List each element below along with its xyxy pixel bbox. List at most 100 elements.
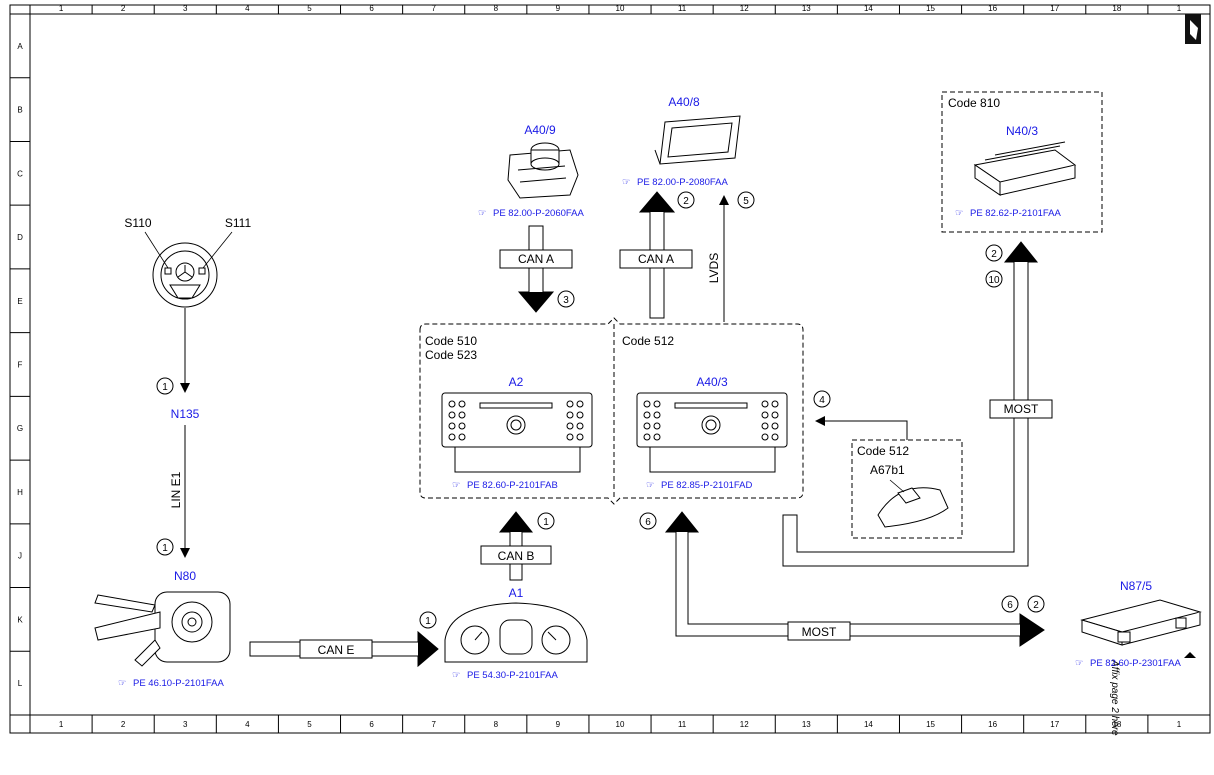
component-a67b1[interactable]: Code 512 A67b1 [851, 439, 963, 539]
ref-text: PE 82.00-P-2080FAA [637, 177, 728, 188]
ref-n80[interactable]: ☞ PE 46.10-P-2101FAA [118, 678, 224, 689]
column-number: 18 [1112, 720, 1121, 729]
ref-text: PE 82.85-P-2101FAD [661, 480, 752, 491]
module-icon [1080, 599, 1202, 646]
manual-icon: ☞ [452, 480, 461, 491]
column-number: 11 [678, 720, 687, 729]
component-n80[interactable]: N80 ☞ PE 46.10-P-2101FAA [94, 569, 231, 689]
column-number: 8 [494, 720, 499, 729]
lin-e1-label: LIN E1 [169, 471, 183, 508]
column-number: 10 [616, 4, 625, 13]
component-label: A40/3 [696, 375, 728, 389]
column-number: 14 [864, 720, 873, 729]
microphone-icon [877, 487, 949, 528]
svg-text:2: 2 [683, 196, 689, 207]
steering-column-module-icon [94, 591, 231, 667]
svg-text:3: 3 [563, 295, 569, 306]
marker-n135-input: 1 [156, 377, 174, 395]
component-label: N87/5 [1120, 579, 1152, 593]
svg-text:6: 6 [1007, 600, 1013, 611]
svg-text:10: 10 [988, 275, 1000, 286]
ref-text: PE 82.60-P-2301FAA [1090, 658, 1181, 669]
manual-icon: ☞ [452, 670, 461, 681]
component-n40-3[interactable]: Code 810 N40/3 ☞ PE 82.62-P-2101FAA [941, 91, 1103, 233]
ref-a40-8[interactable]: ☞ PE 82.00-P-2080FAA [622, 177, 728, 188]
control-knob-icon [507, 142, 579, 199]
manual-icon: ☞ [646, 480, 655, 491]
component-a1[interactable]: A1 ☞ PE 54.30-P-2101FAA [444, 586, 588, 681]
component-label: A2 [509, 375, 524, 389]
ref-a40-3[interactable]: ☞ PE 82.85-P-2101FAD [646, 480, 752, 491]
row-letter: D [17, 233, 23, 242]
ref-text: PE 82.00-P-2060FAA [493, 208, 584, 219]
column-number: 6 [369, 720, 374, 729]
column-number: 12 [740, 720, 749, 729]
manual-icon: ☞ [1075, 658, 1084, 669]
s110-label: S110 [124, 216, 151, 230]
column-number: 2 [121, 720, 126, 729]
component-n87-5[interactable]: N87/5 ☞ PE 82.60-P-2301FAA [1075, 579, 1202, 669]
code-label-510: Code 510 [425, 334, 477, 348]
bus-can-a-right: CAN A 2 [619, 191, 695, 319]
can-a-right-label: CAN A [638, 252, 674, 266]
bus-most-right: MOST 2 10 [782, 241, 1053, 567]
component-a40-9[interactable]: A40/9 ☞ PE 82.00-P-2060FAA [478, 123, 584, 219]
column-number: 13 [802, 720, 811, 729]
component-label: N80 [174, 569, 196, 583]
row-letter: K [17, 615, 23, 624]
instrument-cluster-icon [444, 602, 588, 663]
column-number: 7 [431, 720, 436, 729]
column-number: 1 [59, 4, 64, 13]
ref-n40-3[interactable]: ☞ PE 82.62-P-2101FAA [955, 208, 1061, 219]
component-label: A40/8 [668, 95, 700, 109]
lvds-label: LVDS [707, 253, 721, 283]
component-a40-3[interactable]: Code 512 A40/3 ☞ PE 82.85-P-2101FAD [622, 334, 788, 491]
ref-a40-9[interactable]: ☞ PE 82.00-P-2060FAA [478, 208, 584, 219]
component-a40-8[interactable]: A40/8 ☞ PE 82.00-P-2080FAA [622, 95, 741, 188]
component-label: A40/9 [524, 123, 556, 137]
n135-label[interactable]: N135 [171, 407, 200, 421]
svg-text:1: 1 [543, 517, 549, 528]
amplifier-icon [973, 141, 1077, 196]
head-unit-box [419, 317, 804, 505]
ruler-frame: 1122334455667788991010111112121313141415… [9, 4, 1211, 734]
row-letter: H [17, 488, 23, 497]
component-label: A67b1 [870, 463, 905, 477]
svg-text:2: 2 [991, 249, 997, 260]
side-note: Affix page 2 here [1109, 14, 1201, 736]
can-a-left-label: CAN A [518, 252, 554, 266]
s111-label: S111 [225, 216, 252, 230]
column-number: 5 [307, 720, 312, 729]
row-letter: L [18, 679, 23, 688]
ref-a2[interactable]: ☞ PE 82.60-P-2101FAB [452, 480, 558, 491]
column-number: 9 [556, 4, 561, 13]
column-number: 16 [988, 720, 997, 729]
row-letter: C [17, 169, 23, 178]
ref-n87-5[interactable]: ☞ PE 82.60-P-2301FAA [1075, 658, 1181, 669]
svg-text:2: 2 [1033, 600, 1039, 611]
column-number: 12 [740, 4, 749, 13]
ref-text: PE 82.62-P-2101FAA [970, 208, 1061, 219]
manual-icon: ☞ [955, 208, 964, 219]
column-number: 17 [1050, 4, 1059, 13]
svg-text:5: 5 [743, 196, 749, 207]
column-number: 3 [183, 4, 188, 13]
column-number: 4 [245, 720, 250, 729]
affix-note-text: Affix page 2 here [1109, 659, 1120, 736]
column-number: 15 [926, 720, 935, 729]
most-right-label: MOST [1004, 402, 1039, 416]
row-letter: A [17, 42, 23, 51]
row-letter: F [18, 361, 23, 370]
ref-a1[interactable]: ☞ PE 54.30-P-2101FAA [452, 670, 558, 681]
column-number: 14 [864, 4, 873, 13]
most-bottom-label: MOST [802, 625, 837, 639]
wire-a67b1-to-a40-3: 4 [813, 390, 908, 440]
code-label-523: Code 523 [425, 348, 477, 362]
column-ticks: 1122334455667788991010111112121313141415… [29, 4, 1182, 733]
manual-icon: ☞ [478, 208, 487, 219]
component-a2[interactable]: Code 510 Code 523 A2 ☞ PE 82.60-P-2101FA… [425, 334, 593, 491]
steering-wheel-switches[interactable]: S110 S111 [124, 216, 252, 308]
column-number: 8 [494, 4, 499, 13]
